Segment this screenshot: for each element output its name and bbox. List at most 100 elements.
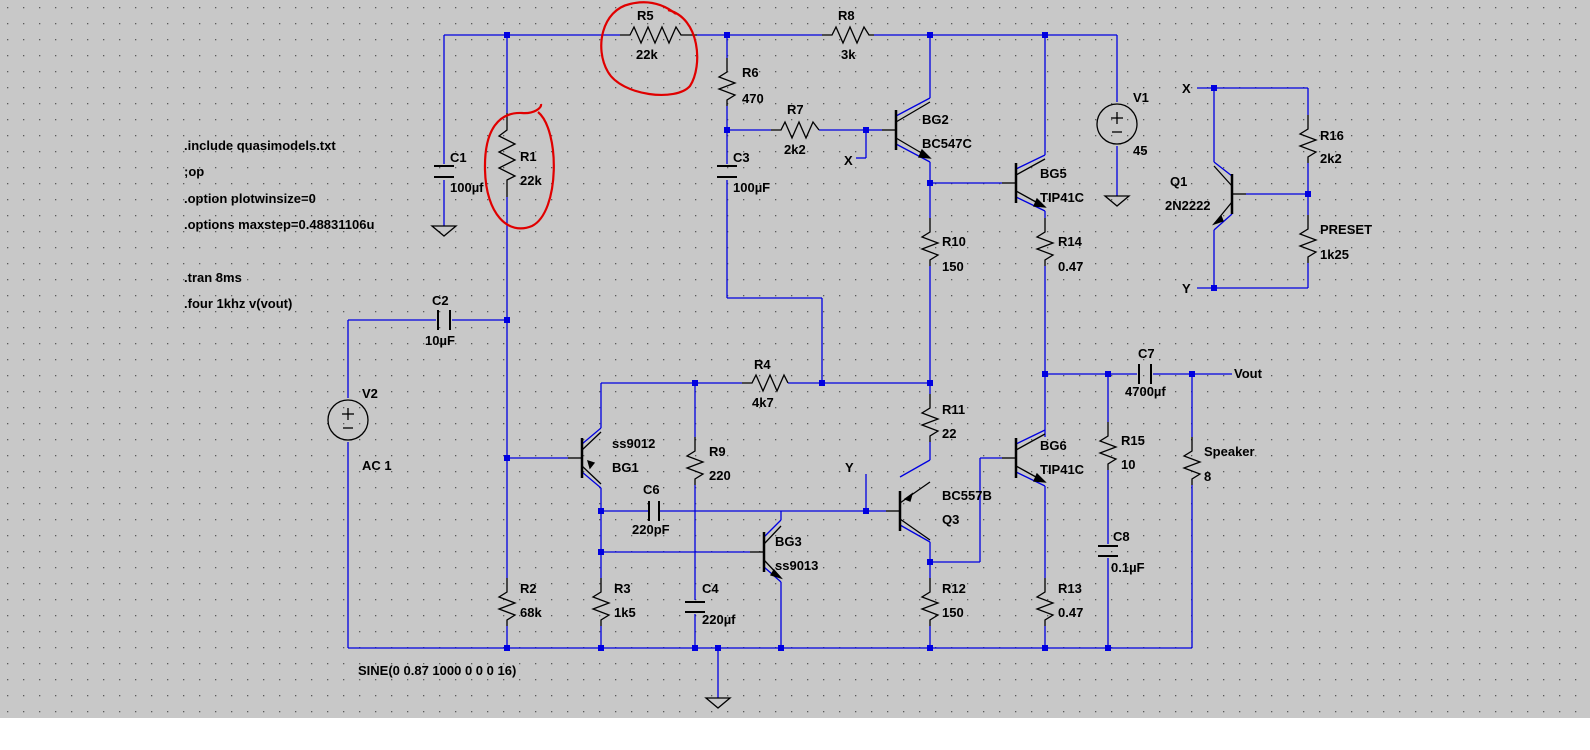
ground-main-icon	[704, 697, 732, 709]
r16-name: R16	[1320, 128, 1344, 143]
component-labels: R5 22k R8 3k R6 470 R7 2k2 C1 100µf R1 2…	[358, 8, 1372, 678]
c1-body[interactable]	[434, 165, 454, 178]
r12-value: 150	[942, 605, 964, 620]
r7-value: 2k2	[784, 142, 806, 157]
v2-body[interactable]	[327, 399, 369, 441]
ground-symbols	[430, 195, 1131, 709]
r9-body[interactable]	[685, 437, 705, 485]
c4-name: C4	[702, 581, 719, 596]
r5-value: 22k	[636, 47, 658, 62]
directive-plotwinsize[interactable]: .option plotwinsize=0	[184, 191, 316, 206]
r13-body[interactable]	[1035, 578, 1055, 626]
r5-body[interactable]	[620, 25, 697, 45]
preset-body[interactable]	[1298, 215, 1318, 263]
r6-name: R6	[742, 65, 759, 80]
r11-body[interactable]	[920, 394, 940, 442]
r3-value: 1k5	[614, 605, 636, 620]
c6-body[interactable]	[648, 501, 660, 521]
q3-body[interactable]	[886, 481, 931, 541]
r12-body[interactable]	[920, 578, 940, 626]
r13-name: R13	[1058, 581, 1082, 596]
r16-body[interactable]	[1298, 115, 1318, 163]
annotations	[483, 1, 699, 230]
r9-name: R9	[709, 444, 726, 459]
r1-body[interactable]	[497, 113, 517, 197]
c6-name: C6	[643, 482, 660, 497]
bg2-model: BC547C	[922, 136, 972, 151]
r3-body[interactable]	[591, 578, 611, 626]
net-label-y-q1: Y	[1182, 281, 1191, 296]
r1-name: R1	[520, 149, 537, 164]
q1-body[interactable]	[1211, 165, 1246, 226]
v2-source-spec: SINE(0 0.87 1000 0 0 0 16)	[358, 663, 516, 678]
r5-highlight-circle	[600, 1, 699, 97]
v1-body[interactable]	[1096, 103, 1138, 145]
q3-model: BC557B	[942, 488, 992, 503]
bg1-body[interactable]	[568, 431, 602, 485]
capacitors	[434, 165, 1152, 613]
c7-body[interactable]	[1138, 364, 1152, 384]
r1-highlight-circle	[483, 103, 555, 230]
bg3-name: BG3	[775, 534, 802, 549]
c3-body[interactable]	[717, 165, 737, 178]
r2-body[interactable]	[497, 578, 517, 626]
c8-body[interactable]	[1098, 545, 1118, 557]
r11-value: 22	[942, 426, 956, 441]
speaker-value: 8	[1204, 469, 1211, 484]
speaker-body[interactable]	[1182, 437, 1202, 485]
r8-value: 3k	[841, 47, 856, 62]
directive-tran[interactable]: .tran 8ms	[184, 270, 242, 285]
c1-value: 100µf	[450, 180, 484, 195]
r1-value: 22k	[520, 173, 542, 188]
net-label-y-q3: Y	[845, 460, 854, 475]
preset-name: PRESET	[1320, 222, 1372, 237]
c3-name: C3	[733, 150, 750, 165]
r10-body[interactable]	[920, 218, 940, 266]
r6-body[interactable]	[717, 58, 737, 106]
r16-value: 2k2	[1320, 151, 1342, 166]
transistors	[568, 101, 1246, 580]
r12-name: R12	[942, 581, 966, 596]
spice-directives: .include quasimodels.txt ;op .option plo…	[184, 138, 374, 311]
bg2-name: BG2	[922, 112, 949, 127]
r15-name: R15	[1121, 433, 1145, 448]
c4-body[interactable]	[685, 601, 705, 613]
c6-value: 220pF	[632, 522, 670, 537]
net-label-x-q1: X	[1182, 81, 1191, 96]
r4-name: R4	[754, 357, 771, 372]
directive-op[interactable]: ;op	[184, 164, 204, 179]
bg5-body[interactable]	[1002, 158, 1047, 208]
c2-body[interactable]	[437, 310, 451, 330]
bg1-name: BG1	[612, 460, 639, 475]
directive-maxstep[interactable]: .options maxstep=0.48831106u	[184, 217, 374, 232]
r14-body[interactable]	[1035, 218, 1055, 266]
c8-value: 0.1µF	[1111, 560, 1145, 575]
r8-body[interactable]	[822, 25, 874, 45]
directive-include[interactable]: .include quasimodels.txt	[184, 138, 336, 153]
preset-value: 1k25	[1320, 247, 1349, 262]
c8-name: C8	[1113, 529, 1130, 544]
c4-value: 220µf	[702, 612, 736, 627]
ground-v1-icon	[1103, 195, 1131, 207]
bg3-model: ss9013	[775, 558, 818, 573]
r13-value: 0.47	[1058, 605, 1083, 620]
r3-name: R3	[614, 581, 631, 596]
bg6-body[interactable]	[1002, 433, 1047, 483]
c7-name: C7	[1138, 346, 1155, 361]
r4-body[interactable]	[742, 373, 789, 393]
net-labels: X Y X Y Vout	[844, 81, 1263, 475]
wires	[347, 34, 1309, 698]
c3-value: 100µF	[733, 180, 770, 195]
r15-body[interactable]	[1098, 422, 1118, 470]
r2-name: R2	[520, 581, 537, 596]
bg3-body[interactable]	[750, 525, 783, 580]
v1-value: 45	[1133, 143, 1147, 158]
r2-value: 68k	[520, 605, 542, 620]
bg2-body[interactable]	[882, 101, 932, 159]
bottom-strip	[0, 718, 1590, 750]
v1-name: V1	[1133, 90, 1149, 105]
directive-four[interactable]: .four 1khz v(vout)	[184, 296, 292, 311]
r15-value: 10	[1121, 457, 1135, 472]
r7-body[interactable]	[771, 120, 820, 140]
